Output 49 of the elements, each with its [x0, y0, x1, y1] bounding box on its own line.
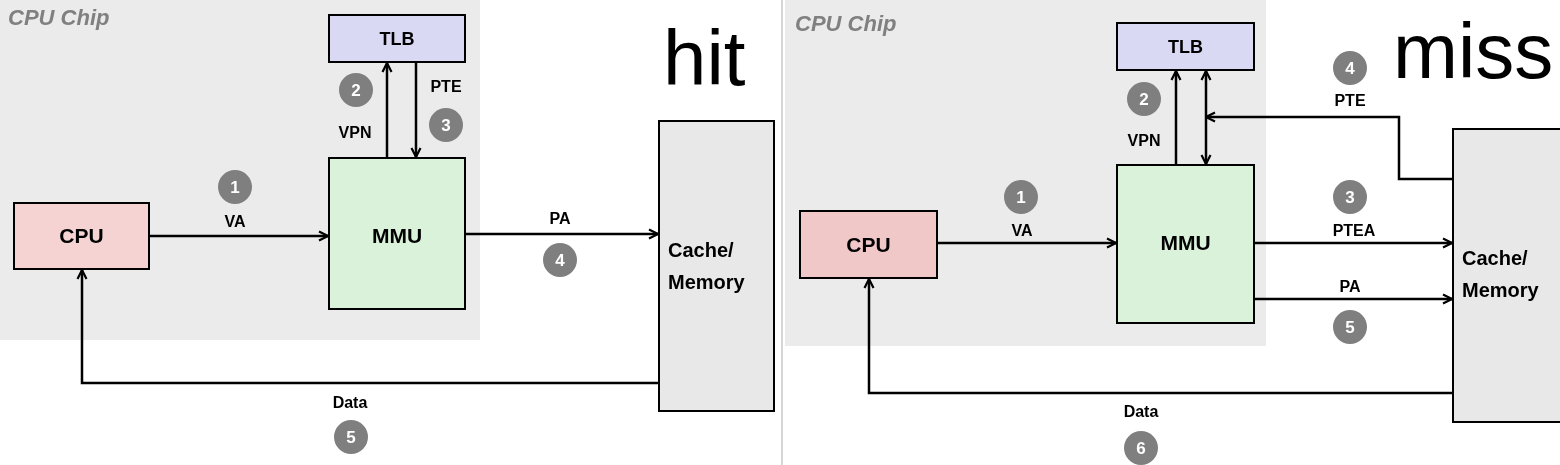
- arrow: [1255, 293, 1454, 305]
- arrow: [938, 237, 1118, 249]
- edge-label: VPN: [1127, 131, 1161, 151]
- process-box: [799, 210, 938, 279]
- region-label: CPU Chip: [8, 5, 110, 31]
- arrow: [1255, 237, 1454, 249]
- node-label: CPU: [59, 223, 104, 249]
- node-label: TLB: [379, 27, 415, 50]
- edge-label: PTEA: [1332, 221, 1376, 241]
- arrow: [150, 230, 330, 242]
- node-label: CPU: [846, 231, 891, 258]
- edge-label: PA: [549, 209, 571, 229]
- callout-number: 4: [1333, 51, 1367, 85]
- process-box: [13, 202, 150, 270]
- heading-text: miss: [1393, 12, 1554, 90]
- arrow: [1200, 117, 1212, 166]
- region-label: CPU Chip: [795, 11, 897, 37]
- edge-label: Data: [332, 393, 368, 413]
- arrow: [1170, 69, 1182, 164]
- edge-label: PTE: [430, 77, 462, 97]
- node-label: Cache/ Memory: [668, 238, 746, 295]
- arrow: [466, 228, 660, 240]
- heading-text: hit: [663, 19, 746, 97]
- arrow: [76, 268, 658, 385]
- node-label: Cache/ Memory: [1462, 246, 1540, 303]
- process-box: [328, 157, 466, 310]
- edge-label: VPN: [338, 123, 372, 143]
- callout-number: 4: [543, 243, 577, 277]
- arrow: [863, 277, 1452, 395]
- edge-label: PA: [1339, 277, 1361, 297]
- edge-label: VA: [224, 212, 246, 232]
- callout-number: 3: [1333, 180, 1367, 214]
- node-label: MMU: [1160, 230, 1211, 256]
- process-box: [1116, 164, 1255, 324]
- memory-box: [658, 120, 775, 412]
- memory-box: [1452, 128, 1560, 423]
- chip-region: [0, 0, 480, 340]
- process-box: [328, 14, 466, 63]
- process-box: [1116, 22, 1255, 71]
- node-label: MMU: [371, 223, 423, 249]
- callout-number: 5: [1333, 310, 1367, 344]
- edge-label: Data: [1123, 402, 1159, 422]
- node-label: TLB: [1168, 35, 1203, 58]
- arrow: [410, 63, 422, 159]
- chip-region: [785, 0, 1266, 346]
- callout-number: 5: [334, 420, 368, 454]
- arrow: [381, 61, 393, 157]
- edge-label: VA: [1011, 221, 1033, 241]
- callout-number: 6: [1124, 431, 1158, 465]
